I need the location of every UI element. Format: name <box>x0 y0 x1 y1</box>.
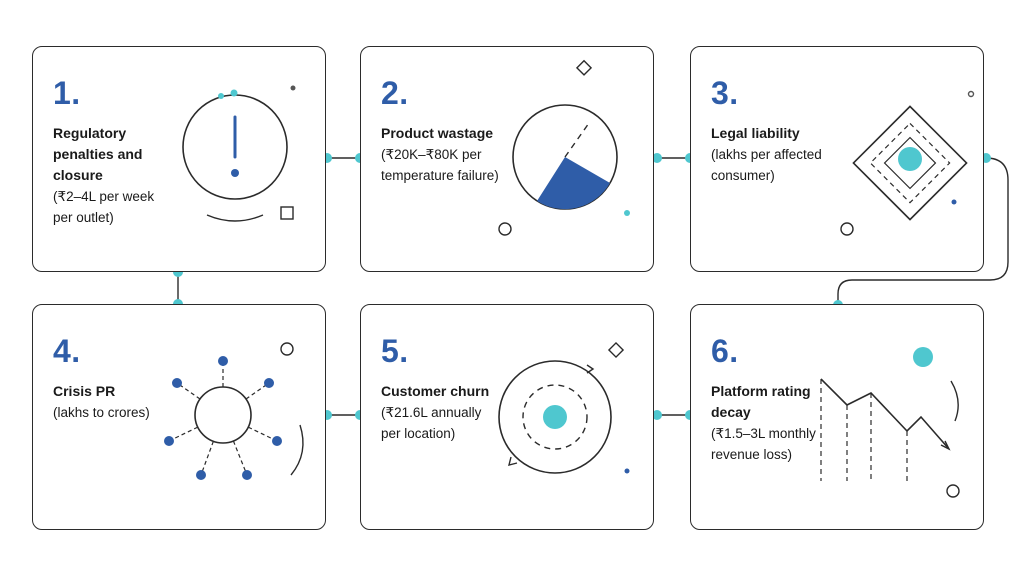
card-detail: (lakhs per affected consumer) <box>711 147 822 183</box>
pie-slice-icon <box>498 59 630 236</box>
card-legal-liability: 3. Legal liability (lakhs per affected c… <box>690 46 984 272</box>
card-text: Regulatory penalties and closure (₹2–4L … <box>53 123 171 228</box>
card-number: 3. <box>711 75 739 111</box>
card-customer-churn: 5. Customer churn (₹21.6L annually per l… <box>360 304 654 530</box>
card-detail: (₹20K–₹80K per temperature failure) <box>381 147 499 183</box>
card-title: Customer churn <box>381 383 490 399</box>
cycle-target-icon <box>498 341 630 474</box>
card-text: Legal liability (lakhs per affected cons… <box>711 123 829 186</box>
card-title: Legal liability <box>711 125 800 141</box>
card-text: Crisis PR (lakhs to crores) <box>53 381 171 423</box>
card-title: Regulatory penalties and closure <box>53 125 143 183</box>
card-detail: (₹1.5–3L monthly revenue loss) <box>711 426 816 462</box>
card-number: 4. <box>53 333 81 369</box>
card-number: 1. <box>53 75 81 111</box>
card-detail: (₹21.6L annually per location) <box>381 405 482 441</box>
declining-chart-icon <box>820 347 960 498</box>
network-burst-icon <box>164 342 304 480</box>
card-platform-rating-decay: 6. Platform rating decay (₹1.5–3L monthl… <box>690 304 984 530</box>
card-number: 5. <box>381 333 409 369</box>
card-crisis-pr: 4. Crisis PR (lakhs to crores) <box>32 304 326 530</box>
card-title: Product wastage <box>381 125 494 141</box>
card-regulatory-penalties: 1. Regulatory penalties and closure (₹2–… <box>32 46 326 272</box>
card-product-wastage: 2. Product wastage (₹20K–₹80K per temper… <box>360 46 654 272</box>
card-number: 2. <box>381 75 409 111</box>
card-text: Product wastage (₹20K–₹80K per temperatu… <box>381 123 499 186</box>
card-text: Platform rating decay (₹1.5–3L monthly r… <box>711 381 829 465</box>
card-text: Customer churn (₹21.6L annually per loca… <box>381 381 499 444</box>
diamond-target-icon <box>840 90 975 236</box>
exclamation-icon <box>182 85 296 222</box>
card-title: Platform rating decay <box>711 383 811 420</box>
card-detail: (₹2–4L per week per outlet) <box>53 189 155 225</box>
card-detail: (lakhs to crores) <box>53 405 150 420</box>
card-title: Crisis PR <box>53 383 116 399</box>
card-number: 6. <box>711 333 739 369</box>
